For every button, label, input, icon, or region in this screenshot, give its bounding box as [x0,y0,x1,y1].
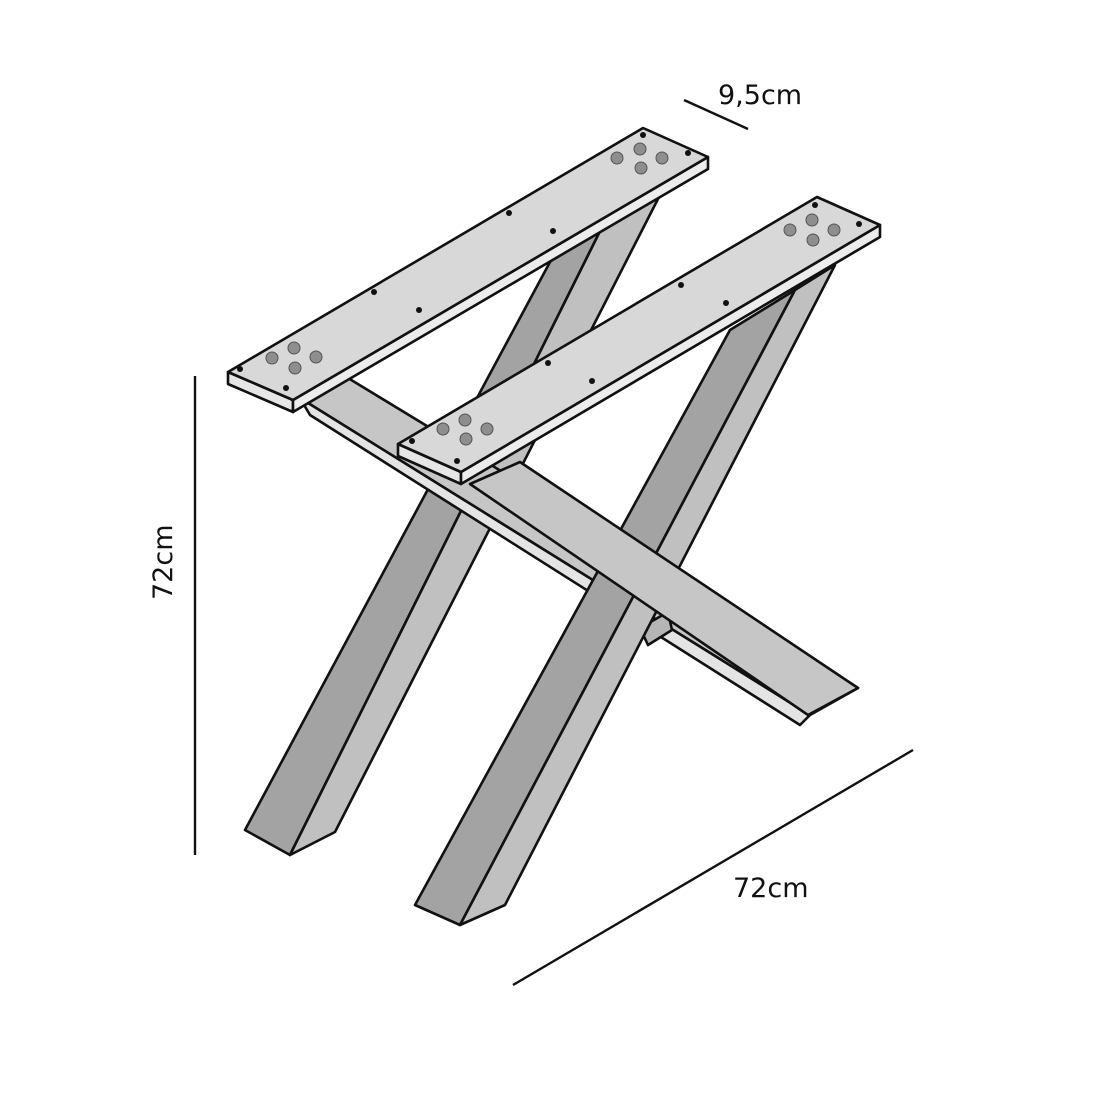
screw-hole [640,132,646,138]
countersunk-hole [287,341,301,355]
screw-hole [454,458,460,464]
screw-hole [812,202,818,208]
back-leg-stub [638,610,674,647]
back-mounting-plate [226,126,710,414]
screw-hole [409,438,415,444]
screw-hole [589,378,595,384]
screw-hole [416,307,422,313]
countersunk-hole [655,151,669,165]
countersunk-hole [436,422,450,436]
screw-hole [506,210,512,216]
front-mounting-plate [396,195,882,486]
plate-top [396,195,882,474]
countersunk-hole [265,351,279,365]
countersunk-hole [288,361,302,375]
countersunk-hole [634,161,648,175]
countersunk-hole [633,142,647,156]
countersunk-hole [806,233,820,247]
plate-width-label: 9,5cm [718,80,803,111]
width-dimension-line [683,98,749,131]
screw-hole [545,360,551,366]
countersunk-hole [783,223,797,237]
screw-hole [856,221,862,227]
length-dimension-line [512,748,914,987]
countersunk-hole [610,151,624,165]
length-label: 72cm [733,873,809,904]
front-crossbar-top [468,460,860,717]
screw-hole [678,282,684,288]
countersunk-hole [805,213,819,227]
countersunk-hole [309,350,323,364]
front-plate-holes [409,202,862,464]
screw-hole [371,289,377,295]
countersunk-hole [458,413,472,427]
countersunk-hole [827,223,841,237]
countersunk-hole [459,432,473,446]
screw-hole [685,150,691,156]
screw-hole [723,300,729,306]
dimension-lines [193,98,914,987]
screw-hole [283,385,289,391]
back-plate-holes [237,132,691,391]
screw-hole [237,366,243,372]
screw-hole [550,228,556,234]
front-crossbar [468,460,860,717]
plate-top [226,126,710,402]
height-label: 72cm [148,524,179,600]
countersunk-hole [480,422,494,436]
